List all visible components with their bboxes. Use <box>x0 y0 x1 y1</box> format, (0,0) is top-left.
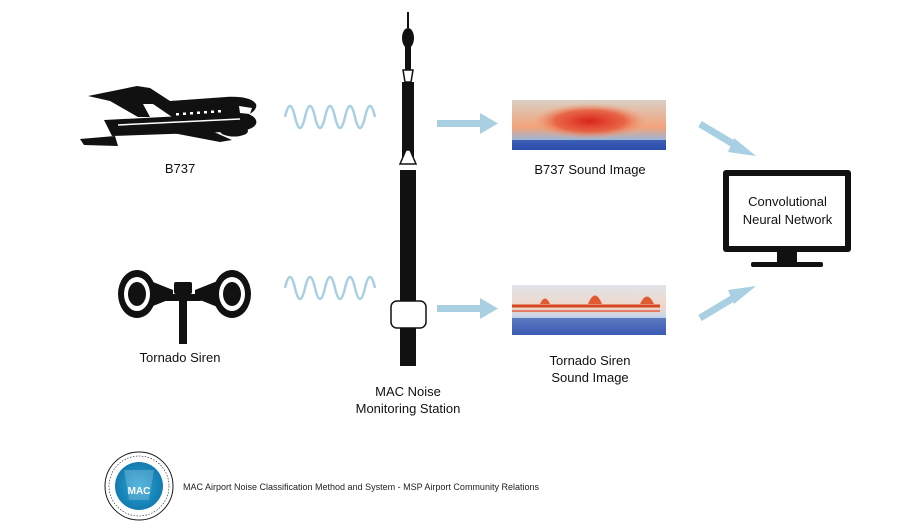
siren-image-label-line-1: Tornado Siren <box>549 353 631 368</box>
network-label-line-1: Convolutional <box>748 194 827 209</box>
siren-image-label-line-2: Sound Image <box>551 370 629 385</box>
footer-caption: MAC Airport Noise Classification Method … <box>183 482 539 492</box>
station-label-line-2: Monitoring Station <box>355 401 461 416</box>
siren-icon <box>118 270 251 344</box>
b737-image-label: B737 Sound Image <box>534 162 646 177</box>
airplane-icon <box>80 86 257 146</box>
arrow-to-network-bottom <box>698 286 756 322</box>
arrow-to-siren-image <box>437 298 498 319</box>
aircraft-label: B737 <box>164 161 196 176</box>
mac-logo-text: MAC <box>127 486 151 497</box>
monitoring-station-icon <box>390 12 427 366</box>
station-label-line-1: MAC Noise <box>375 384 441 399</box>
siren-sound-image <box>512 285 666 335</box>
b737-sound-image <box>512 100 666 150</box>
network-label-line-2: Neural Network <box>742 212 833 227</box>
siren-label: Tornado Siren <box>139 350 221 365</box>
mac-logo <box>104 451 174 521</box>
network-label: Convolutional Neural Network <box>729 193 846 229</box>
monitor-icon <box>723 170 851 267</box>
station-label: MAC Noise Monitoring Station <box>340 383 476 417</box>
sound-wave-aircraft <box>283 104 377 130</box>
arrow-to-b737-image <box>437 113 498 134</box>
arrow-to-network-top <box>698 120 756 156</box>
siren-image-label: Tornado Siren Sound Image <box>530 352 650 386</box>
sound-wave-siren <box>283 275 377 301</box>
